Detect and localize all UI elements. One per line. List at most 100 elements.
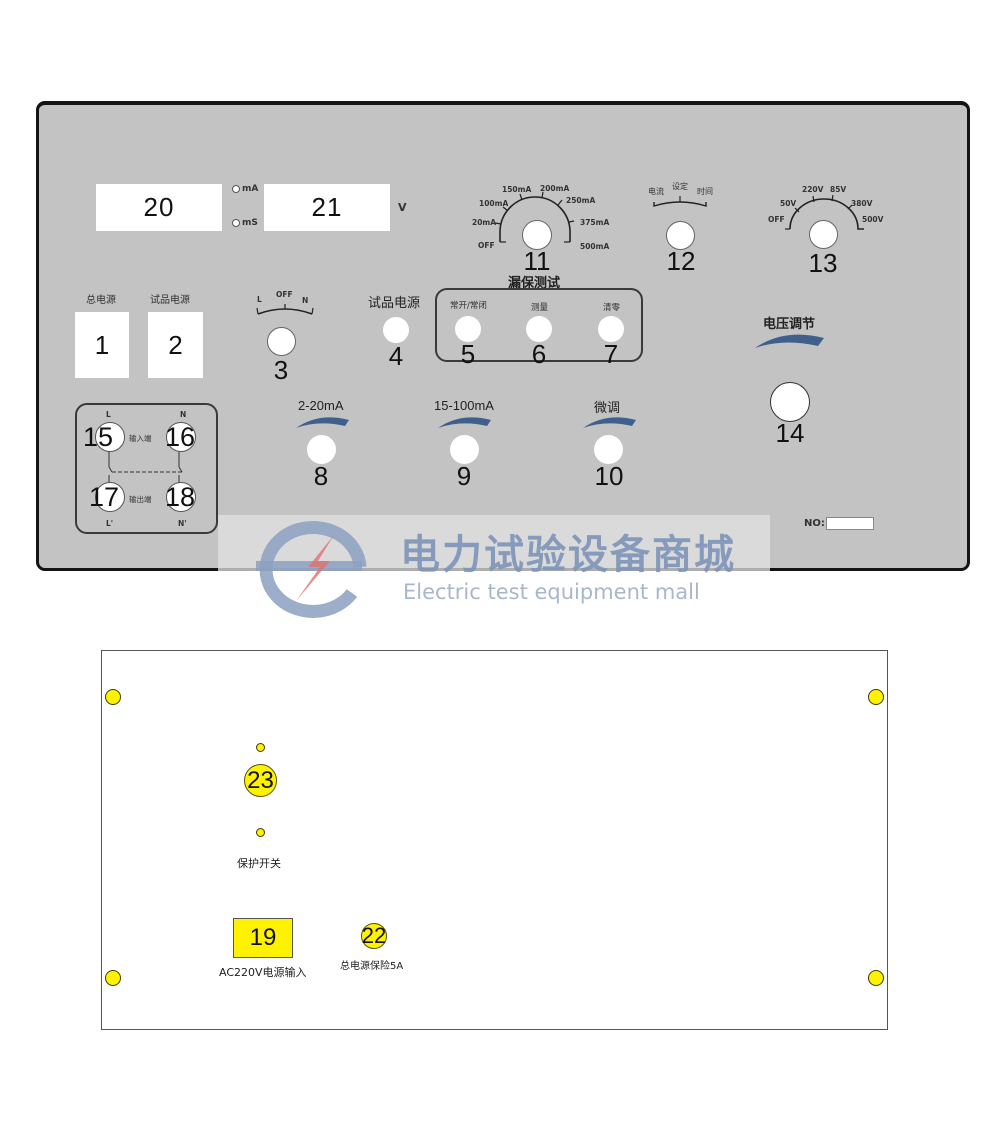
knob-13[interactable] [809,220,838,249]
terminal-group [75,403,218,534]
normally-open-closed-label: 常开/常闭 [450,301,487,311]
terminal-15-tag: L [106,410,111,419]
serial-label: NO: [804,518,825,529]
protect-switch-top-dot-icon [256,743,265,752]
knob-13-tick-50v: 50V [780,199,797,208]
knob-11-tick-200ma: 200mA [540,184,570,193]
ms-label: mS [242,218,258,228]
protect-switch[interactable]: 23 [244,764,277,797]
screw-bottom-left-icon [105,970,121,986]
adjuster-8-number: 8 [313,461,329,491]
knob-11[interactable] [522,220,552,250]
sample-power-indicator-lamp [383,317,409,343]
main-power-switch[interactable]: 1 [75,312,129,378]
knob-11-tick-150ma: 150mA [502,185,532,194]
selector-3-tick-off: OFF [276,290,293,299]
protect-switch-bottom-dot-icon [256,828,265,837]
voltage-adjust-arc-icon [755,334,824,348]
terminal-17[interactable] [95,482,125,512]
current-display: 20 [96,184,222,231]
selector-3-scale-icon [256,304,314,315]
terminal-15-number: 15 [83,422,114,452]
selector-3-tick-n: N [302,296,309,305]
knob-13-tick-off: OFF [768,215,785,224]
terminal-18[interactable] [166,482,196,512]
knob-12[interactable] [666,221,695,250]
unit-ms-indicator: mS [232,218,258,228]
protect-switch-label: 保护开关 [237,857,281,870]
adjuster-9-arc-icon [438,417,491,428]
knob-13-tick-380v: 380V [851,199,873,208]
knob-11-scale-icon [494,191,575,243]
ms-led-icon [232,219,240,227]
knob-12-tick-current: 电流 [648,187,664,196]
button-6-number: 6 [531,339,547,369]
sample-power-indicator-label: 试品电源 [368,296,421,311]
knob-12-tick-set: 设定 [672,182,688,191]
measure-button[interactable] [526,316,552,342]
selector-3-number: 3 [273,355,289,385]
adjuster-8-label: 2-20mA [298,398,344,413]
knob-13-tick-85v: 85V [830,185,847,194]
button-5-number: 5 [460,339,476,369]
selector-3-tick-l: L [257,295,262,304]
normally-open-closed-button[interactable] [455,316,481,342]
knob-14-number: 14 [775,418,805,448]
knob-13-tick-220v: 220V [802,185,824,194]
terminal-17-number: 17 [89,482,120,512]
terminal-15[interactable] [95,422,125,452]
screw-bottom-right-icon [868,970,884,986]
knob-12-tick-time: 时间 [697,187,713,196]
indicator-4-number: 4 [388,341,404,371]
knob-11-tick-250ma: 250mA [566,196,596,205]
fine-adjust-label: 微调 [594,401,621,416]
knob-13-scale-icon [785,194,864,230]
fine-adjust-knob[interactable] [594,435,623,464]
voltage-adjust-label: 电压调节 [763,317,816,332]
measure-label: 测量 [531,303,549,313]
rear-panel [101,650,888,1030]
power-input-socket[interactable]: 19 [233,918,293,958]
terminal-18-number: 18 [165,482,196,512]
main-power-label: 总电源 [86,295,116,306]
screw-top-left-icon [105,689,121,705]
reset-button[interactable] [598,316,624,342]
voltage-adjust-knob[interactable] [770,382,810,422]
terminal-16[interactable] [166,422,196,452]
reset-label: 清零 [603,303,621,313]
serial-field [826,517,874,530]
power-input-label: AC220V电源输入 [219,966,307,979]
selector-3-knob[interactable] [267,327,296,356]
knob-11-tick-375ma: 375mA [580,218,610,227]
knob-12-number: 12 [666,246,696,276]
fuse-holder[interactable]: 22 [361,923,387,949]
ma-led-icon [232,185,240,193]
terminal-18-tag: N' [178,519,187,528]
adjuster-9-label: 15-100mA [434,398,494,413]
sample-power-switch-label: 试品电源 [150,295,190,306]
knob-11-number: 11 [523,246,551,276]
knob-11-tick-100ma: 100mA [479,199,509,208]
knob-13-number: 13 [808,248,838,278]
fine-adjust-number: 10 [594,461,624,491]
terminal-17-tag: L' [106,519,114,528]
adjuster-9-number: 9 [456,461,472,491]
knob-11-tick-20ma: 20mA [472,218,497,227]
leakage-test-group [435,288,643,362]
screw-top-right-icon [868,689,884,705]
adjuster-9-knob[interactable] [450,435,479,464]
volt-unit-label: V [398,201,407,214]
knob-13-tick-500v: 500V [862,215,884,224]
terminal-16-tag: N [180,410,187,419]
leakage-test-title: 漏保测试 [508,276,561,291]
watermark-en-text: Electric test equipment mall [403,580,700,604]
sample-power-switch[interactable]: 2 [148,312,203,378]
knob-11-tick-500ma: 500mA [580,242,610,251]
watermark-logo-icon [256,520,367,618]
terminal-16-number: 16 [165,422,196,452]
voltage-display: 21 [264,184,390,231]
adjuster-8-knob[interactable] [307,435,336,464]
input-terminal-label: 输入端 [129,434,152,443]
knob-12-scale-icon [653,196,707,207]
adjuster-8-arc-icon [296,417,349,428]
